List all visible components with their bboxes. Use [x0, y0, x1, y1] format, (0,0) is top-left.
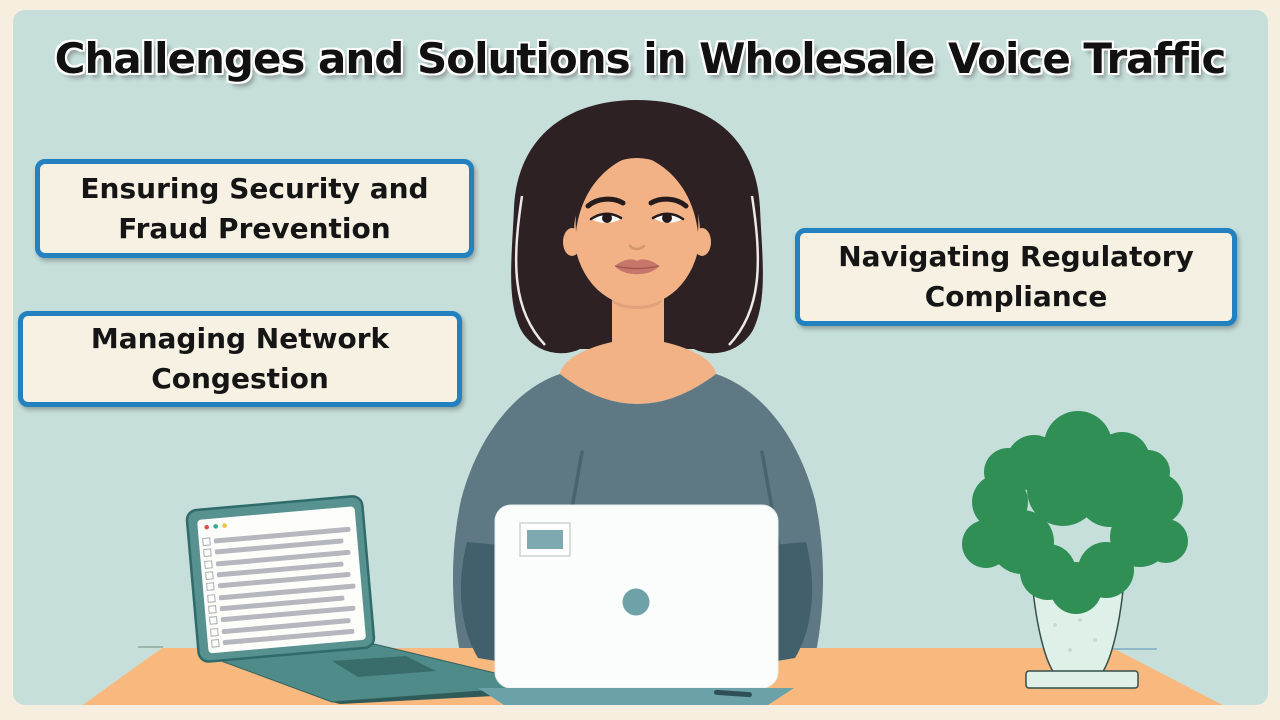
- iris-right: [662, 213, 672, 223]
- callout-congestion-label: Managing Network Congestion: [90, 322, 390, 395]
- face: [574, 158, 700, 306]
- forearm-right: [771, 542, 813, 662]
- callout-security-label: Ensuring Security and Fraud Prevention: [80, 171, 429, 245]
- eyebrow-left: [585, 196, 626, 209]
- laptop-sticker-inner: [527, 530, 563, 549]
- callout-compliance-label: Navigating Regulatory Compliance: [838, 240, 1194, 313]
- hair-highlight-left: [514, 195, 546, 346]
- iris-left: [602, 213, 612, 223]
- lash-left: [589, 212, 623, 221]
- checklist-laptop-trackpad: [332, 656, 436, 677]
- window-dot-green: [213, 524, 218, 529]
- nose: [628, 244, 646, 251]
- hair-front: [575, 130, 699, 232]
- callout-congestion: Managing Network Congestion: [18, 311, 462, 407]
- window-dot-yellow: [222, 523, 227, 528]
- checklist-rows: [202, 526, 356, 648]
- hair-highlight-right: [728, 195, 760, 346]
- illustration-canvas: [13, 10, 1268, 705]
- lash-right: [651, 212, 685, 221]
- forearm-left: [460, 542, 502, 662]
- lips: [615, 259, 659, 275]
- laptop-vent: [714, 689, 752, 698]
- lip-line: [614, 265, 660, 270]
- window-dot-red: [204, 524, 209, 530]
- callout-security: Ensuring Security and Fraud Prevention: [35, 159, 474, 258]
- callout-compliance: Navigating Regulatory Compliance: [795, 228, 1237, 326]
- eyebrow-right: [648, 196, 689, 209]
- potted-plant-icon: [962, 411, 1188, 689]
- checklist-laptop-icon: [185, 495, 553, 704]
- vase-base: [1025, 670, 1139, 689]
- page-title: Challenges and Solutions in Wholesale Vo…: [54, 34, 1227, 83]
- laptop-logo: [622, 588, 650, 616]
- scene-illustration: [82, 100, 1223, 705]
- neck-chest: [560, 288, 716, 404]
- white-laptop-icon: [478, 504, 794, 705]
- plant-foliage: [962, 411, 1188, 614]
